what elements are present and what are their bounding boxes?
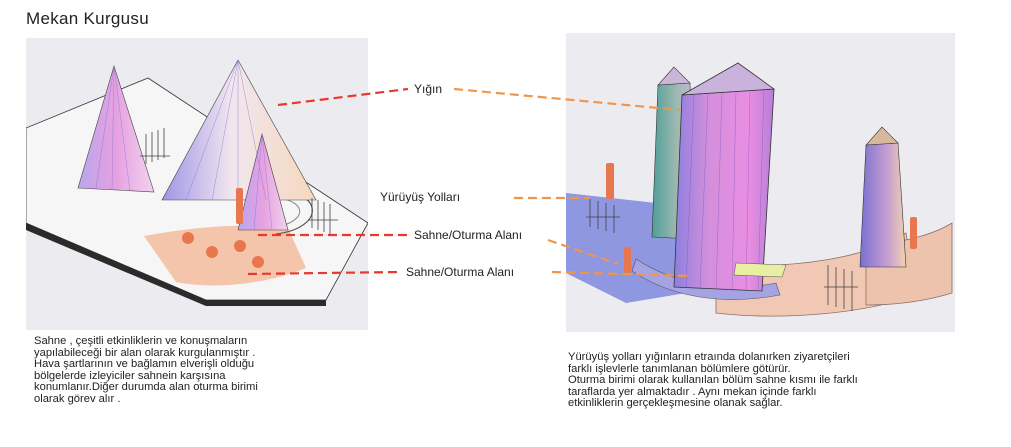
railing-left: [140, 128, 170, 164]
figure-seated: [624, 247, 631, 273]
desc-line: bölgelerde izleyiciler sahnein karşısına: [34, 369, 226, 382]
desc-line: konumlanır.Diğer durumda alan oturma bir…: [34, 381, 258, 394]
desc-line: Yürüyüş yolları yığınların etraında dola…: [568, 351, 850, 363]
figure-seated-1: [182, 232, 194, 244]
desc-line: yapılabileceği bir alan olarak kurgulanm…: [34, 346, 256, 359]
railing-right: [308, 198, 338, 234]
cone-small: [237, 132, 289, 231]
figure-seated-3: [234, 240, 246, 252]
slab-edge: [26, 223, 206, 306]
desc-line: Sahne , çeşitli etkinliklerin ve konuşma…: [34, 335, 248, 347]
description-right: Yürüyüş yolları yığınların etraında dola…: [568, 351, 968, 410]
label-yigin: Yığın: [414, 82, 443, 96]
desc-line: etkinliklerin gerçekleşmesine olanak sağ…: [568, 397, 783, 410]
left-illustration-panel: [26, 38, 368, 330]
figure-seated-2: [206, 246, 218, 258]
right-illustration-panel: [566, 33, 955, 332]
desc-line: Hava şartlarının ve bağlamın elverişli o…: [34, 358, 255, 371]
green-roof: [657, 66, 691, 86]
label-yuruyus-yollari: Yürüyüş Yolları: [380, 190, 461, 204]
desc-line: olarak görev alır .: [34, 392, 121, 405]
figure-walkway: [606, 163, 614, 199]
cone-left: [77, 64, 155, 193]
label-sahne-oturma-1: Sahne/Oturma Alanı: [414, 228, 523, 242]
desc-line: farklı işlevlerle tanımlanan bölümlere g…: [568, 362, 791, 375]
left-axonometric-illustration: [26, 59, 368, 306]
right-perspective-illustration: [566, 62, 953, 317]
slab-edge-right: [206, 300, 326, 306]
railing-bottom: [824, 265, 858, 311]
main-roof: [681, 62, 776, 96]
label-sahne-oturma-2: Sahne/Oturma Alanı: [406, 265, 515, 279]
figure-seated-4: [252, 256, 264, 268]
page-title: Mekan Kurgusu: [26, 9, 149, 28]
figure-standing: [236, 188, 243, 224]
description-left: Sahne , çeşitli etkinliklerin ve konuşma…: [34, 335, 364, 406]
planter: [733, 262, 787, 278]
figure-right: [910, 217, 917, 249]
desc-line: Oturma birimi olarak kullanılan bölüm sa…: [568, 374, 858, 387]
small-roof: [865, 126, 899, 146]
small-cylinder: [859, 142, 907, 268]
railing-left: [586, 199, 620, 233]
desc-line: taraflarda yer almaktadır . Aynı mekan i…: [568, 385, 817, 398]
